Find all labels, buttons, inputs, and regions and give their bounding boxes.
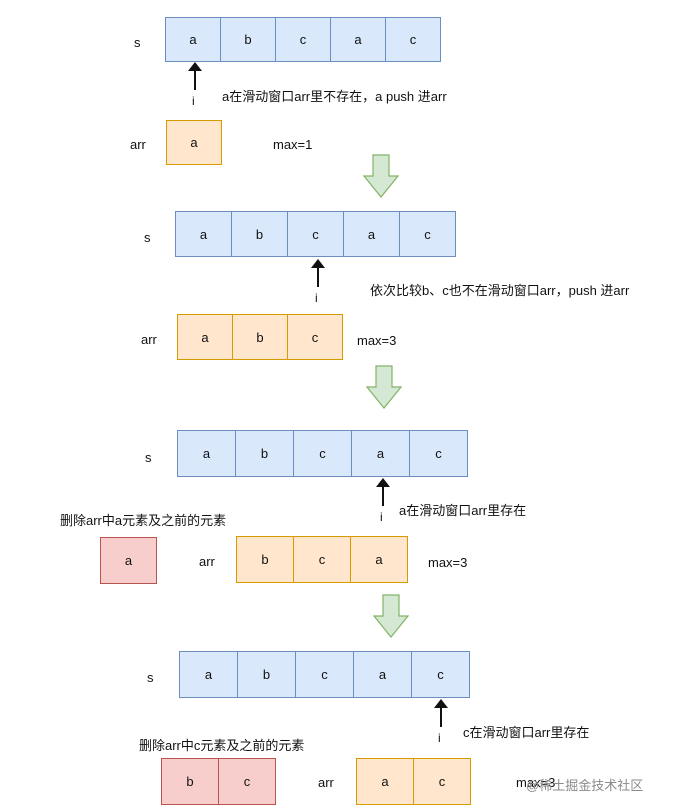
arr-cell: a — [350, 536, 408, 583]
pointer-i-step4: i — [434, 699, 448, 747]
max-value: max=1 — [273, 137, 313, 152]
pointer-i-step2: i — [311, 259, 325, 309]
removed-cell: a — [100, 537, 157, 584]
s-cell: c — [411, 651, 470, 698]
s-label: s — [147, 670, 154, 685]
pointer-label: i — [192, 94, 195, 108]
down-arrow-icon — [363, 154, 399, 198]
s-cell: c — [295, 651, 354, 698]
arr-cell: a — [166, 120, 222, 165]
s-cell: c — [385, 17, 441, 62]
arr-array-step1: a — [166, 120, 222, 165]
pointer-i-step1: i — [188, 62, 202, 112]
s-cell: a — [175, 211, 232, 257]
s-array-step1: a b c a c — [165, 17, 441, 62]
pointer-label: i — [315, 291, 318, 305]
s-array-step4: a b c a c — [179, 651, 470, 698]
s-cell: b — [231, 211, 288, 257]
s-cell: a — [179, 651, 238, 698]
max-value: max=3 — [357, 333, 397, 348]
step3-note: a在滑动窗口arr里存在 — [399, 503, 527, 518]
s-cell: b — [235, 430, 294, 477]
pointer-label: i — [438, 731, 441, 745]
s-cell: c — [399, 211, 456, 257]
removed-array-step3: a — [100, 537, 157, 584]
arr-label: arr — [318, 775, 334, 790]
removed-array-step4: b c — [161, 758, 276, 805]
pointer-label: i — [380, 510, 383, 524]
arr-cell: c — [287, 314, 343, 360]
arr-cell: b — [232, 314, 288, 360]
arr-label: arr — [141, 332, 157, 347]
arr-array-step3: b c a — [236, 536, 408, 583]
max-value: max=3 — [428, 555, 468, 570]
watermark: @稀土掘金技术社区 — [526, 778, 644, 793]
step1-note: a在滑动窗口arr里不存在，a push 进arr — [222, 89, 447, 104]
arr-label: arr — [130, 137, 146, 152]
s-label: s — [145, 450, 152, 465]
arr-cell: a — [356, 758, 414, 805]
delete-note: 删除arr中c元素及之前的元素 — [139, 738, 305, 753]
s-cell: c — [409, 430, 468, 477]
s-cell: a — [343, 211, 400, 257]
pointer-i-step3: i — [376, 478, 390, 526]
s-cell: a — [165, 17, 221, 62]
s-cell: c — [275, 17, 331, 62]
arr-cell: c — [293, 536, 351, 583]
s-array-step2: a b c a c — [175, 211, 456, 257]
down-arrow-icon — [373, 594, 409, 638]
s-cell: a — [353, 651, 412, 698]
arr-cell: b — [236, 536, 294, 583]
s-label: s — [144, 230, 151, 245]
s-label: s — [134, 35, 141, 50]
s-cell: a — [330, 17, 386, 62]
step4-note: c在滑动窗口arr里存在 — [463, 725, 590, 740]
removed-cell: c — [218, 758, 276, 805]
arr-label: arr — [199, 554, 215, 569]
s-cell: c — [287, 211, 344, 257]
step2-note: 依次比较b、c也不在滑动窗口arr，push 进arr — [370, 283, 630, 298]
s-cell: a — [351, 430, 410, 477]
s-cell: b — [220, 17, 276, 62]
down-arrow-icon — [366, 365, 402, 409]
s-cell: a — [177, 430, 236, 477]
delete-note: 删除arr中a元素及之前的元素 — [60, 513, 227, 528]
arr-cell: a — [177, 314, 233, 360]
s-cell: c — [293, 430, 352, 477]
arr-array-step4: a c — [356, 758, 471, 805]
arr-cell: c — [413, 758, 471, 805]
max-value: max=3 — [516, 775, 556, 790]
s-array-step3: a b c a c — [177, 430, 468, 477]
s-cell: b — [237, 651, 296, 698]
arr-array-step2: a b c — [177, 314, 343, 360]
removed-cell: b — [161, 758, 219, 805]
